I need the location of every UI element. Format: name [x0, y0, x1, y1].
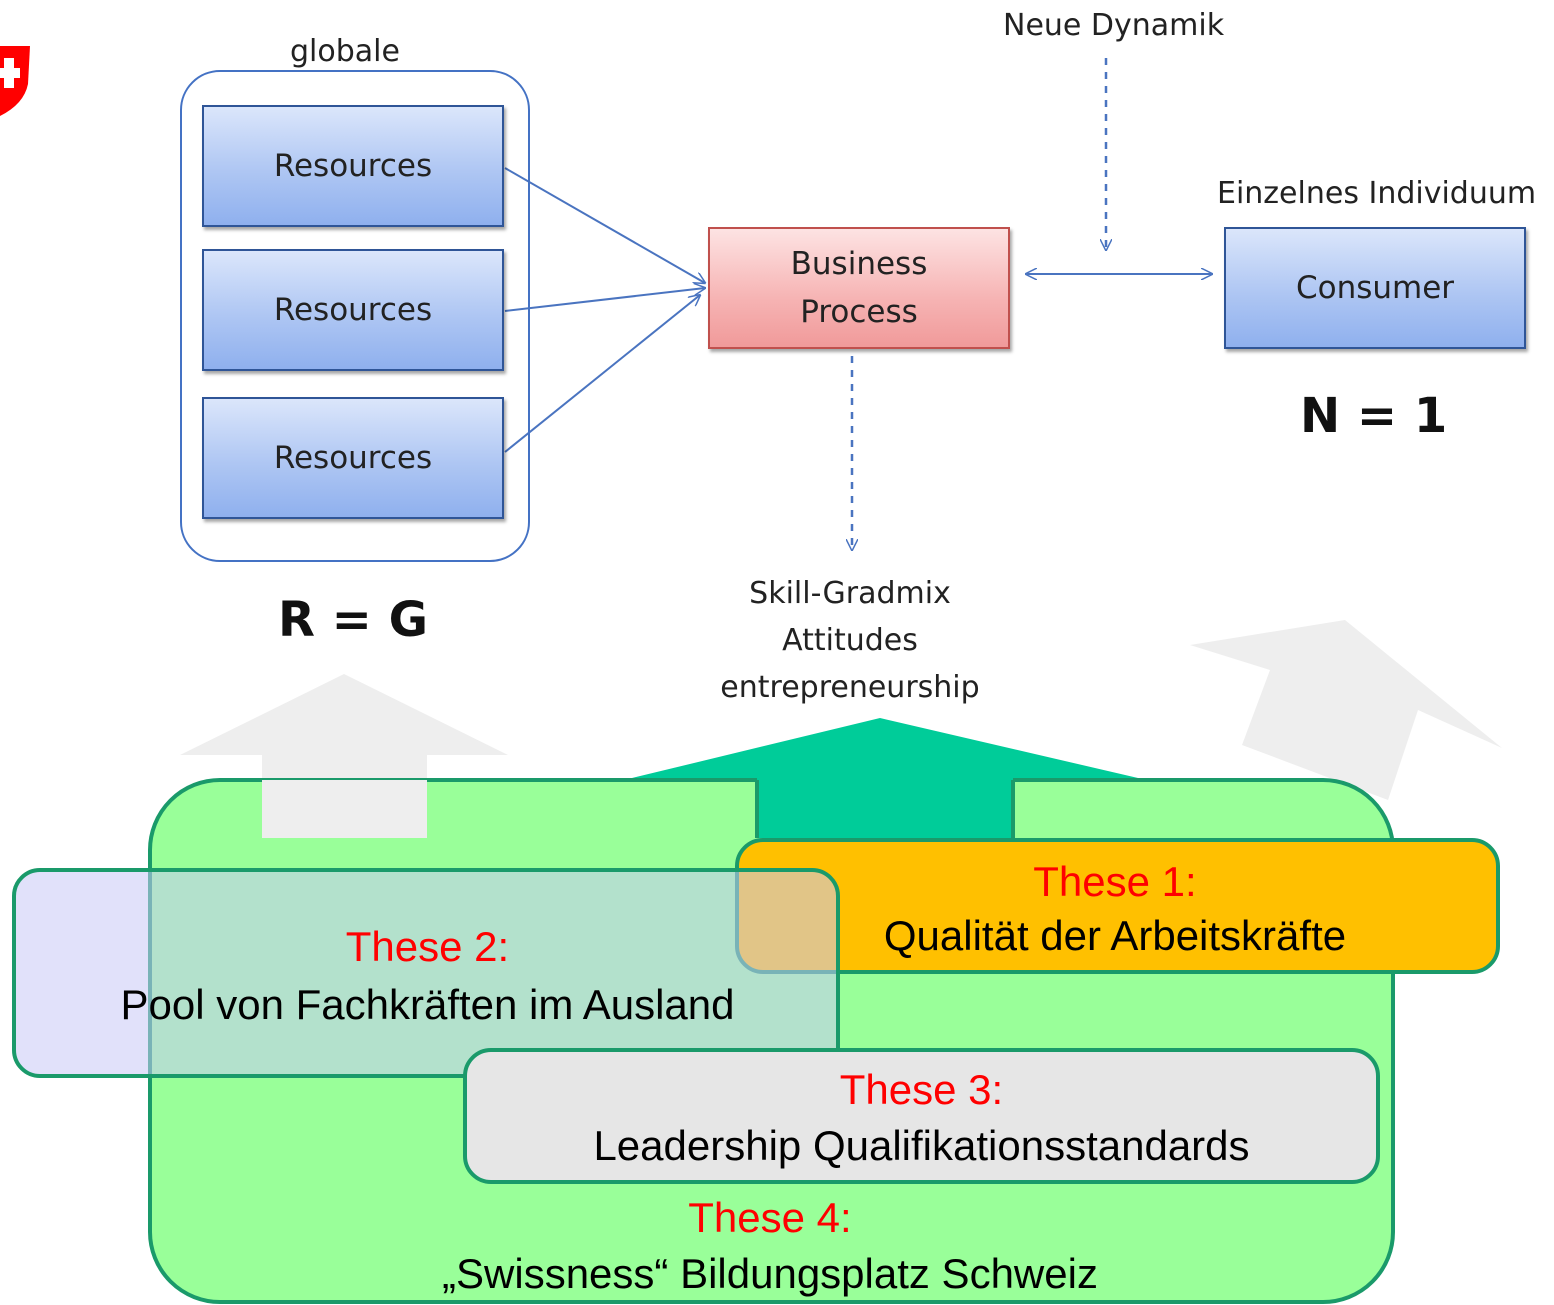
- these-3-text: Leadership Qualifikationsstandards: [593, 1122, 1250, 1169]
- n-equals-1-label: N = 1: [1300, 388, 1448, 444]
- r-equals-g-label: R = G: [278, 592, 428, 648]
- these-3-title: These 3:: [839, 1066, 1004, 1113]
- skills-item: Skill-Gradmix: [749, 576, 951, 611]
- neue-dynamik-label: Neue Dynamik: [1003, 8, 1225, 43]
- resources-box-1: Resources: [202, 105, 504, 227]
- business-process-line-2: Process: [800, 294, 918, 330]
- skills-list: Skill-Gradmix Attitudes entrepreneurship: [700, 570, 1000, 711]
- these-2-text: Pool von Fachkräften im Ausland: [120, 981, 735, 1028]
- business-process-line-1: Business: [790, 246, 928, 282]
- these-2-content: These 2: Pool von Fachkräften im Ausland: [40, 918, 815, 1034]
- these-1-box: [735, 838, 1500, 974]
- these-2-box: [12, 868, 840, 1078]
- these-3-content: These 3: Leadership Qualifikationsstanda…: [463, 1062, 1380, 1174]
- global-resources-group: [180, 70, 530, 562]
- resource-3-arrow: [504, 295, 700, 453]
- resources-box-3: Resources: [202, 397, 504, 519]
- globale-label: globale: [290, 34, 400, 69]
- swiss-flag-icon: [0, 46, 30, 116]
- these-1-content: These 1: Qualität der Arbeitskräfte: [835, 855, 1395, 963]
- skills-item: entrepreneurship: [720, 670, 980, 705]
- grey-diagonal-arrow-right: [1190, 620, 1502, 800]
- these-3-box: [463, 1048, 1380, 1184]
- these-4-content: These 4: „Swissness“ Bildungsplatz Schwe…: [370, 1190, 1170, 1302]
- these-1-text: Qualität der Arbeitskräfte: [883, 912, 1347, 959]
- business-process-box: Business Process: [708, 227, 1010, 349]
- these-2-title: These 2:: [345, 923, 510, 970]
- grey-up-arrow-left-overlay: [262, 780, 427, 838]
- skills-item: Attitudes: [782, 623, 918, 658]
- consumer-box: Consumer: [1224, 227, 1526, 349]
- these-4-text: „Swissness“ Bildungsplatz Schweiz: [442, 1250, 1098, 1297]
- these-1-title: These 1:: [1033, 858, 1197, 905]
- resource-1-arrow: [504, 167, 705, 283]
- resources-box-2: Resources: [202, 249, 504, 371]
- resource-2-arrow: [504, 288, 705, 312]
- these-4-title: These 4:: [688, 1194, 852, 1241]
- einzelnes-individuum-label: Einzelnes Individuum: [1217, 176, 1537, 211]
